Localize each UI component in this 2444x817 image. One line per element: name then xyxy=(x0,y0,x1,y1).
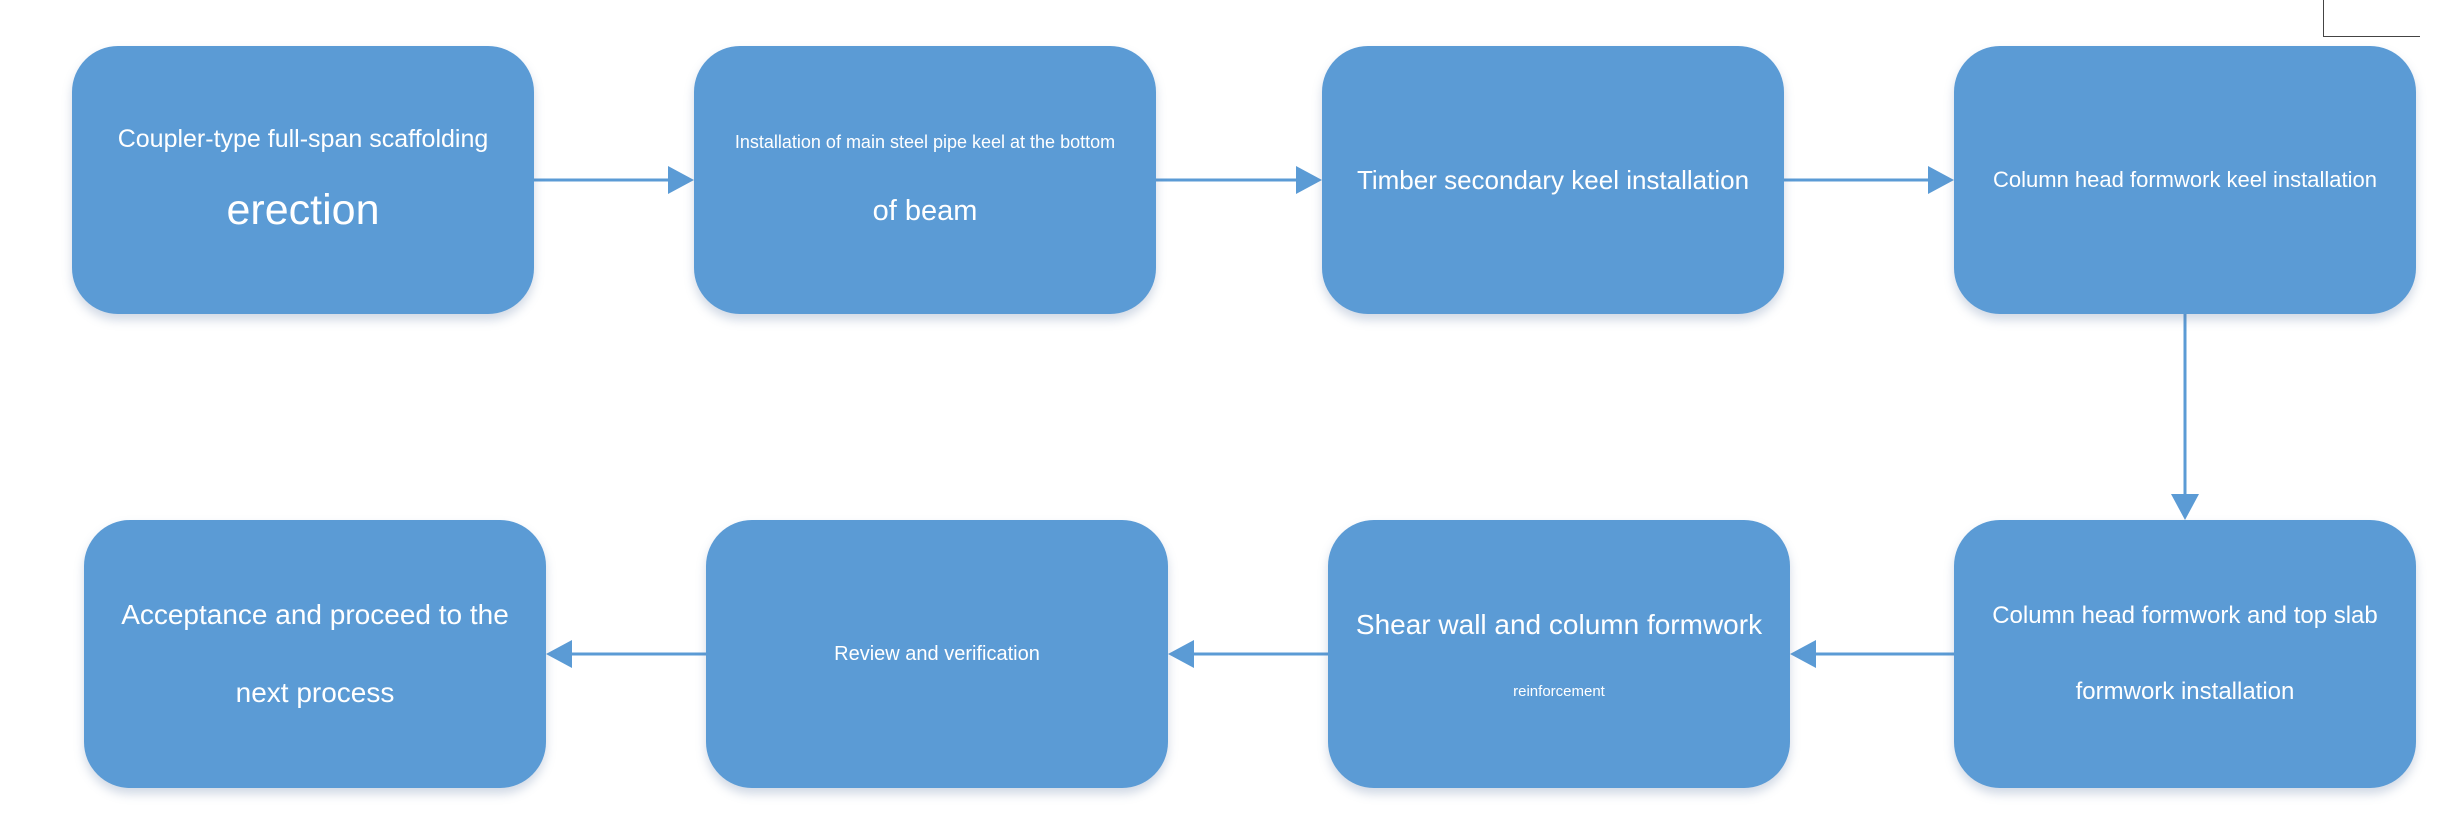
flow-step-7: Review and verification xyxy=(706,520,1168,788)
flow-step-label-line: Column head formwork keel installation xyxy=(1993,167,2377,192)
flow-step-label-line: Timber secondary keel installation xyxy=(1356,164,1750,195)
flow-arrow-4-head xyxy=(2171,494,2199,520)
flow-arrow-2-head xyxy=(1296,166,1322,194)
flow-arrow-7-head xyxy=(546,640,572,668)
flow-arrow-1-head xyxy=(668,166,694,194)
flow-step-8: Acceptance and proceed to the next proces… xyxy=(84,520,546,788)
flow-arrow-6-head xyxy=(1168,640,1194,668)
flow-step-label-line: of beam xyxy=(872,195,978,227)
flow-step-label-line: formwork installation xyxy=(2075,678,2295,705)
flow-step-label-line: Acceptance and proceed to the xyxy=(121,599,509,630)
flow-step-1: Coupler-type full-span scaffolding erecti… xyxy=(72,46,534,314)
flow-step-5: Column head formwork and top slab formwor… xyxy=(1954,520,2416,788)
flow-step-4: Column head formwork keel installation xyxy=(1954,46,2416,314)
flow-step-3: Timber secondary keel installation xyxy=(1322,46,1784,314)
flow-step-label-line: Shear wall and column formwork xyxy=(1355,608,1763,640)
flow-step-label-line: Installation of main steel pipe keel at … xyxy=(734,132,1116,152)
flow-arrow-3-head xyxy=(1928,166,1954,194)
flow-step-label-line: erection xyxy=(226,186,380,234)
flow-step-2: Installation of main steel pipe keel at … xyxy=(694,46,1156,314)
flow-step-label-line: Column head formwork and top slab xyxy=(1992,602,2378,629)
flow-step-label-line: Review and verification xyxy=(834,642,1040,665)
flow-arrow-5-head xyxy=(1790,640,1816,668)
flow-step-label-line: reinforcement xyxy=(1513,682,1605,700)
flow-step-6: Shear wall and column formwork reinforcem… xyxy=(1328,520,1790,788)
corner-frame-mark xyxy=(2323,0,2420,37)
flow-step-label-line: Coupler-type full-span scaffolding xyxy=(117,125,489,153)
flow-step-label-line: next process xyxy=(235,677,395,708)
